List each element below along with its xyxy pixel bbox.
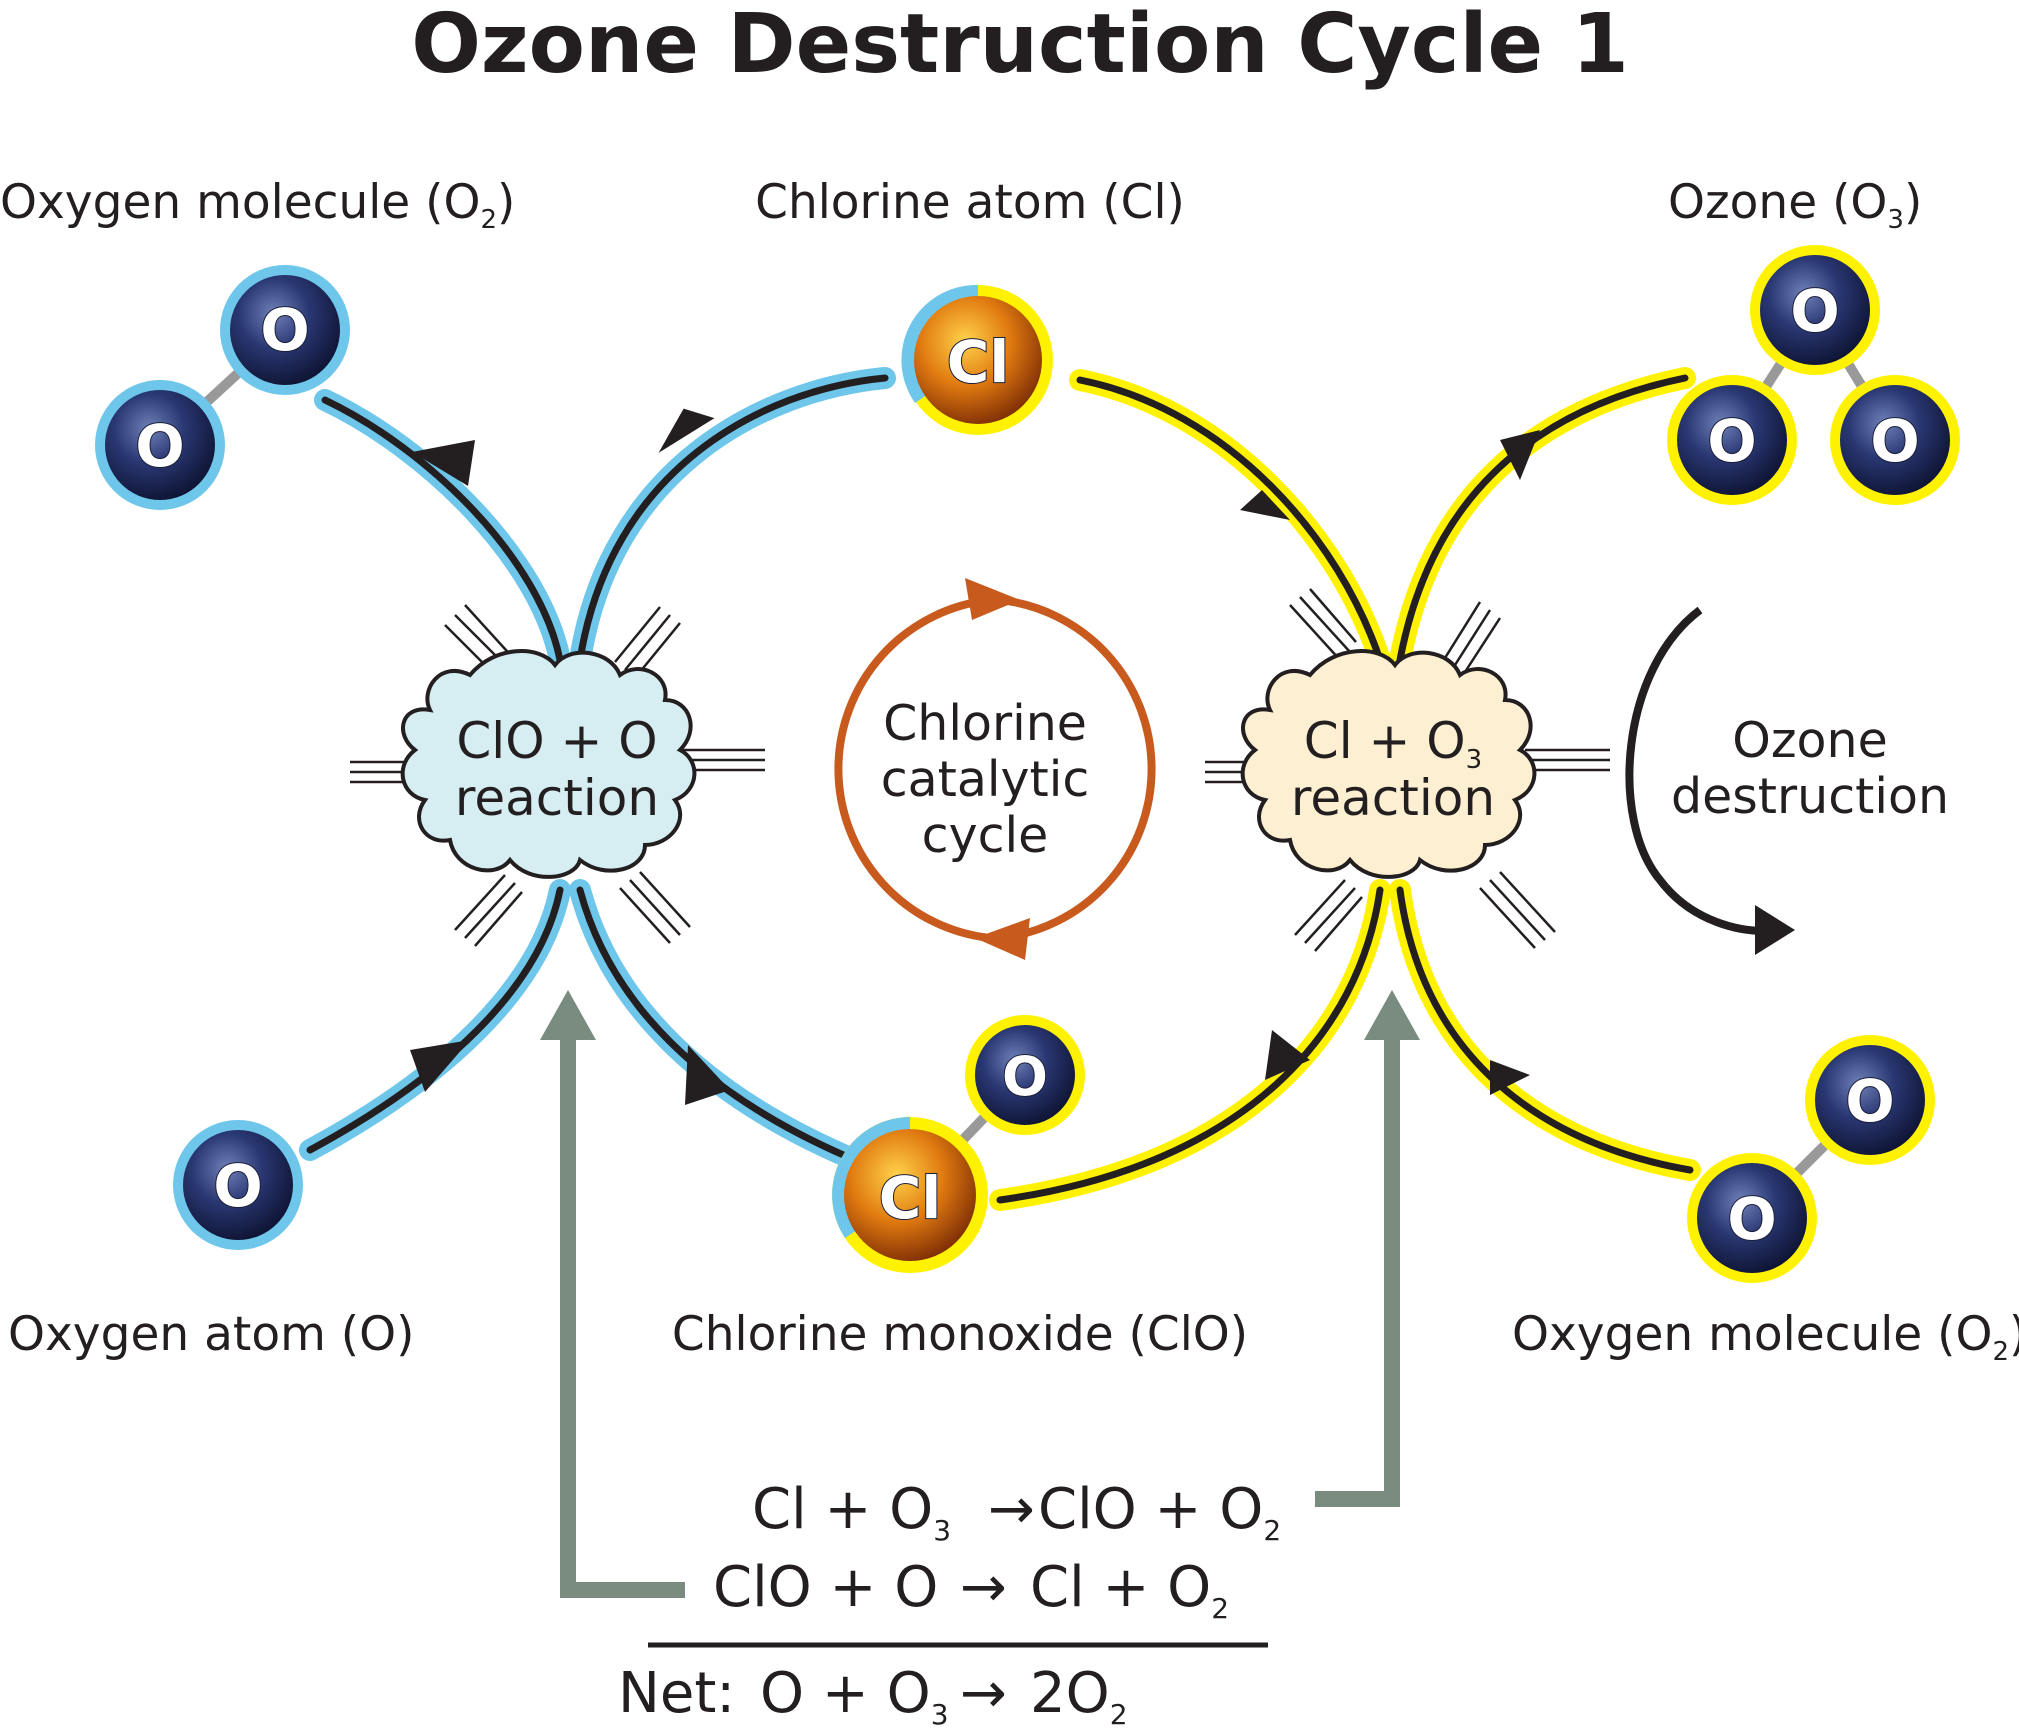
diagram-title: Ozone Destruction Cycle 1 bbox=[411, 0, 1629, 92]
reaction-arrows bbox=[306, 374, 1694, 1204]
arrow-from-clo bbox=[576, 886, 859, 1164]
catalytic-arrowhead-top bbox=[965, 578, 1020, 620]
catalytic-arrowhead-bottom bbox=[975, 918, 1030, 960]
oxygen-symbol: O bbox=[135, 412, 184, 480]
left-reaction-line1: ClO + O bbox=[456, 712, 657, 770]
equation-1-lhs: Cl + O3 bbox=[752, 1477, 951, 1547]
label-oxygen-molecule-top: Oxygen molecule (O2) bbox=[0, 175, 515, 235]
arrowheads bbox=[410, 408, 1540, 1105]
arrowhead-2 bbox=[658, 408, 715, 453]
oxygen-atom-sphere bbox=[105, 390, 215, 500]
oxygen-atom-sphere bbox=[1840, 385, 1950, 495]
oxygen-symbol: O bbox=[1790, 277, 1839, 345]
net-arrow: → bbox=[960, 1661, 1007, 1726]
arrowhead-1 bbox=[412, 440, 475, 486]
equation-2-rhs: Cl + O2 bbox=[1030, 1555, 1229, 1625]
arrow-from-ozone bbox=[1396, 374, 1689, 664]
molecule-clo-bottom: O Cl bbox=[832, 1015, 1085, 1273]
chlorine-symbol: Cl bbox=[879, 1164, 941, 1232]
equations: Cl + O3 → ClO + O2 ClO + O → Cl + O2 Net… bbox=[618, 1477, 1281, 1731]
oxygen-symbol: O bbox=[1707, 407, 1756, 475]
label-chlorine-monoxide: Chlorine monoxide (ClO) bbox=[672, 1307, 1248, 1362]
gray-arrow-right bbox=[1315, 1030, 1400, 1507]
catalytic-line1: Chlorine bbox=[883, 695, 1087, 752]
equation-1-arrow: → bbox=[988, 1477, 1035, 1542]
oxygen-symbol: O bbox=[1845, 1067, 1894, 1135]
molecule-o3-top: O O O bbox=[1667, 245, 1960, 505]
label-oxygen-atom: Oxygen atom (O) bbox=[8, 1307, 414, 1362]
left-reaction-line2: reaction bbox=[455, 769, 659, 827]
ozone-destruction-arrowhead bbox=[1755, 905, 1795, 955]
arrow-to-cl-top bbox=[576, 374, 889, 664]
oxygen-symbol: O bbox=[1727, 1185, 1776, 1253]
molecule-o2-top: O O bbox=[95, 265, 350, 510]
ozone-destruction: Ozone destruction bbox=[1625, 606, 1949, 955]
gray-bracket-arrows bbox=[560, 1030, 1400, 1598]
catalytic-arc-left bbox=[834, 596, 991, 942]
chlorine-atom-sphere bbox=[844, 1129, 976, 1261]
oxygen-atom-sphere bbox=[1815, 1045, 1925, 1155]
arrow-from-cl bbox=[1076, 376, 1384, 664]
catalytic-line2: catalytic bbox=[881, 751, 1090, 808]
gray-arrowhead-left bbox=[540, 990, 596, 1040]
chlorine-symbol: Cl bbox=[947, 328, 1009, 396]
gray-arrowhead-right bbox=[1364, 990, 1420, 1040]
arrowhead-7 bbox=[1265, 1030, 1310, 1080]
right-reaction-cloud bbox=[1240, 649, 1537, 879]
arrowhead-5 bbox=[1240, 490, 1290, 520]
arrowhead-3 bbox=[410, 1040, 470, 1092]
ozone-destruction-line2: destruction bbox=[1671, 768, 1949, 825]
label-chlorine-atom: Chlorine atom (Cl) bbox=[755, 175, 1185, 230]
oxygen-atom-sphere bbox=[1760, 255, 1870, 365]
arrow-to-clo bbox=[996, 886, 1384, 1204]
net-rhs: 2O2 bbox=[1030, 1661, 1128, 1731]
arrow-to-o2-bottom bbox=[1396, 886, 1694, 1174]
net-lhs: O + O3 bbox=[760, 1661, 949, 1731]
oxygen-symbol: O bbox=[260, 296, 309, 364]
oxygen-atom-sphere bbox=[230, 275, 340, 385]
oxygen-symbol: O bbox=[1002, 1045, 1048, 1108]
equation-2-arrow: → bbox=[960, 1555, 1007, 1620]
oxygen-atom-sphere bbox=[1697, 1163, 1807, 1273]
equation-2-lhs: ClO + O bbox=[713, 1555, 938, 1620]
arrowhead-8 bbox=[1490, 1060, 1530, 1095]
gray-arrow-left bbox=[560, 1030, 685, 1598]
arrow-from-oxygen-atom bbox=[306, 886, 564, 1154]
right-reaction-line1: Cl + O3 bbox=[1304, 712, 1482, 775]
ozone-destruction-line1: Ozone bbox=[1732, 712, 1887, 769]
molecule-o2-bottom: O O bbox=[1687, 1035, 1935, 1283]
chlorine-atom-sphere bbox=[914, 296, 1042, 424]
oxygen-atom-sphere bbox=[1677, 385, 1787, 495]
label-ozone: Ozone (O3) bbox=[1668, 175, 1922, 235]
oxygen-symbol: O bbox=[213, 1152, 262, 1220]
oxygen-atom-sphere bbox=[183, 1130, 293, 1240]
atom-cl-top: Cl bbox=[901, 284, 1053, 435]
arrow-to-o2-top bbox=[321, 396, 564, 664]
right-reaction-line2: reaction bbox=[1291, 769, 1495, 827]
left-reaction-cloud bbox=[400, 649, 697, 879]
arrowhead-6 bbox=[1500, 430, 1540, 480]
atom-oxygen-bottom: O bbox=[173, 1120, 303, 1250]
equation-1-rhs: ClO + O2 bbox=[1038, 1477, 1281, 1547]
catalytic-cycle: Chlorine catalytic cycle bbox=[834, 578, 1156, 960]
arrowhead-4 bbox=[685, 1045, 730, 1105]
catalytic-arc-right bbox=[999, 596, 1156, 942]
catalytic-line3: cycle bbox=[922, 807, 1049, 864]
net-label: Net: bbox=[618, 1661, 735, 1726]
label-oxygen-molecule-bottom: Oxygen molecule (O2) bbox=[1512, 1307, 2019, 1367]
oxygen-symbol: O bbox=[1870, 407, 1919, 475]
oxygen-atom-sphere bbox=[975, 1025, 1075, 1125]
